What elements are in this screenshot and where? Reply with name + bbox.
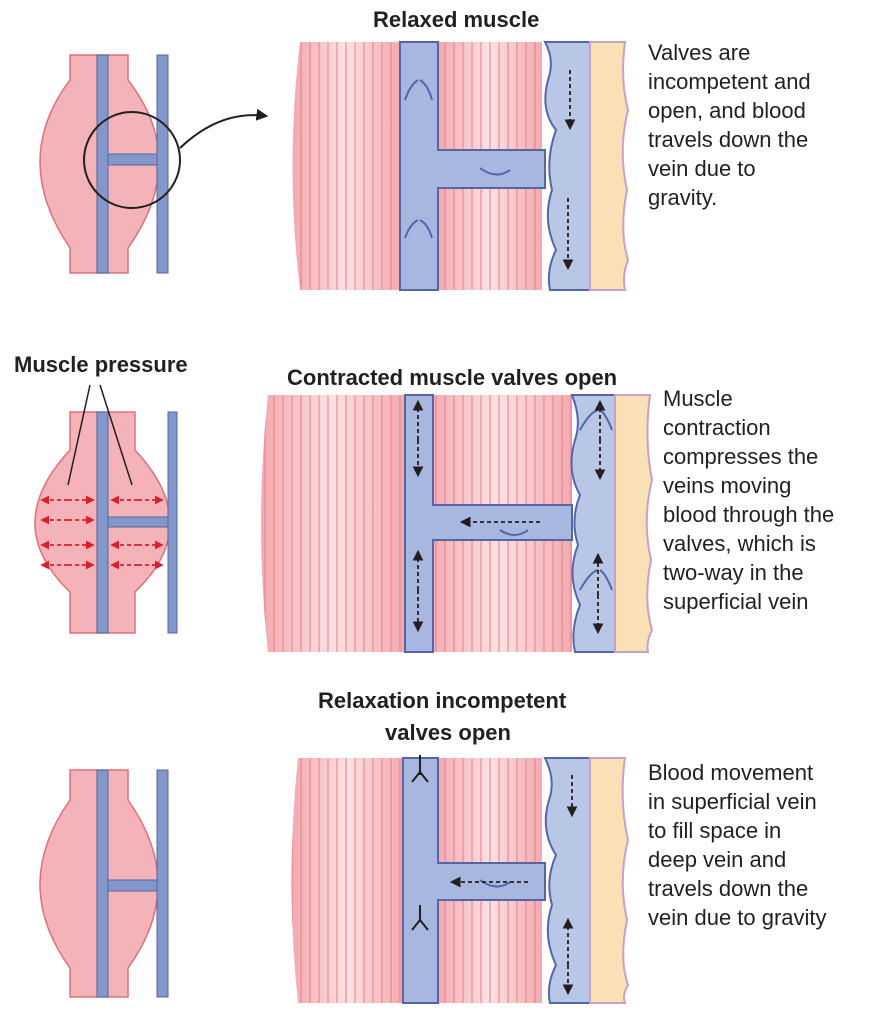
- description-line: open, and blood: [648, 96, 811, 125]
- description-contracted: Muscle contraction compresses the veins …: [663, 384, 834, 616]
- detail-relaxed: [293, 42, 629, 290]
- detail-contracted: [261, 395, 652, 652]
- perforator-vein: [108, 517, 168, 527]
- description-line: Muscle: [663, 384, 834, 413]
- description-line: Valves are: [648, 38, 811, 67]
- description-line: Blood movement: [648, 758, 827, 787]
- superficial-vein: [168, 412, 177, 633]
- description-line: two-way in the: [663, 558, 834, 587]
- skin-layer: [615, 395, 652, 652]
- description-line: vein due to gravity: [648, 903, 827, 932]
- schematic-relaxed: [40, 55, 266, 273]
- description-line: incompetent and: [648, 67, 811, 96]
- superficial-vein: [157, 770, 168, 997]
- superficial-vein-channel: [545, 42, 590, 290]
- description-line: superficial vein: [663, 587, 834, 616]
- description-relaxed: Valves are incompetent and open, and blo…: [648, 38, 811, 212]
- description-line: deep vein and: [648, 845, 827, 874]
- deep-vein: [97, 770, 108, 997]
- superficial-vein: [157, 55, 168, 273]
- description-line: to fill space in: [648, 816, 827, 845]
- superficial-vein-channel: [571, 395, 615, 652]
- schematic-contracted: [35, 385, 177, 633]
- perforator-vein: [108, 880, 157, 891]
- zoom-arrow: [180, 115, 266, 148]
- description-line: blood through the: [663, 500, 834, 529]
- description-line: contraction: [663, 413, 834, 442]
- deep-vein: [97, 55, 108, 273]
- description-line: travels down the: [648, 125, 811, 154]
- skin-layer: [590, 758, 628, 1003]
- skin-layer: [590, 42, 628, 290]
- description-line: valves, which is: [663, 529, 834, 558]
- muscle-pressure-label: Muscle pressure: [14, 352, 188, 378]
- schematic-relaxation: [40, 770, 168, 997]
- perforator-vein: [108, 154, 157, 165]
- description-line: vein due to: [648, 154, 811, 183]
- description-line: gravity.: [648, 183, 811, 212]
- description-line: travels down the: [648, 874, 827, 903]
- panel-title-relaxation-line2: valves open: [385, 720, 511, 746]
- panel-title-relaxed: Relaxed muscle: [373, 7, 539, 33]
- description-line: in superficial vein: [648, 787, 827, 816]
- panel-title-relaxation-line1: Relaxation incompetent: [318, 688, 566, 714]
- detail-relaxation: [292, 755, 629, 1003]
- description-line: compresses the: [663, 442, 834, 471]
- panel-title-contracted: Contracted muscle valves open: [287, 365, 617, 391]
- description-relaxation: Blood movement in superficial vein to fi…: [648, 758, 827, 932]
- description-line: veins moving: [663, 471, 834, 500]
- deep-vein: [97, 412, 108, 633]
